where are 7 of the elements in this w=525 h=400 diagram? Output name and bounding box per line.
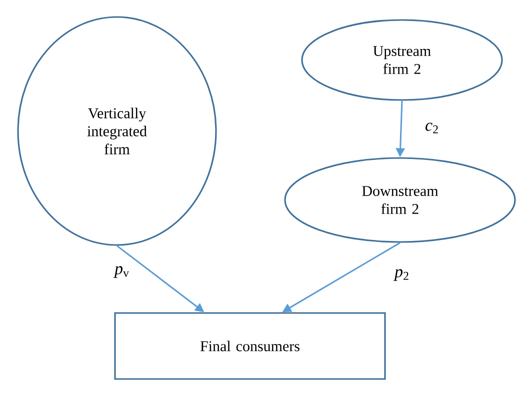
box-node: Final consumers <box>114 312 386 380</box>
oval-node: Downstream firm 2 <box>284 157 516 243</box>
oval-node: Upstream firm 2 <box>301 19 503 101</box>
edge-label: p$_{v}$ <box>114 266 129 278</box>
edge-label: c$_{2}$ <box>426 122 438 134</box>
edge-label: p$_{2}$ <box>394 269 408 281</box>
oval-node: Vertically integrated firm <box>17 16 217 246</box>
